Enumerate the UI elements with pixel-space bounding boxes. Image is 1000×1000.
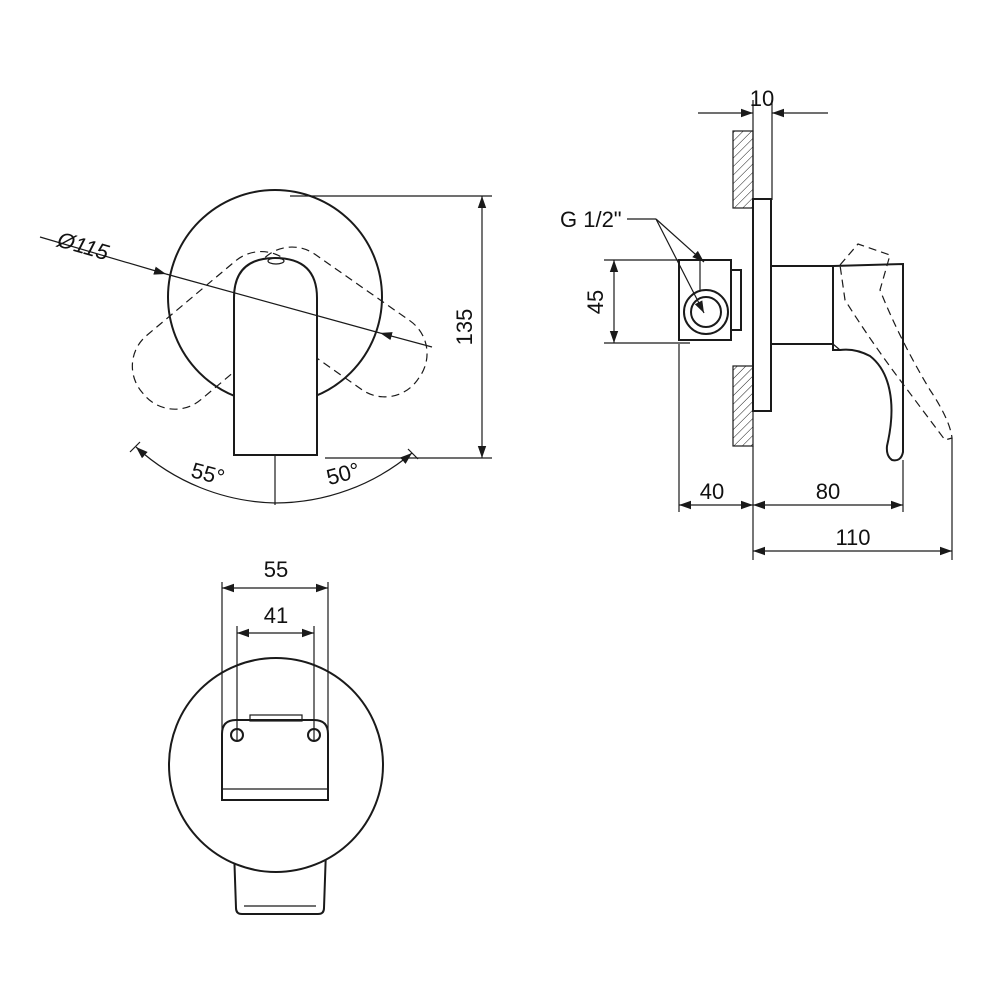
hole-spacing-label: 41 [264,603,288,628]
handle [233,256,318,456]
outer-width-label: 55 [264,557,288,582]
wall-section-upper [732,130,754,209]
wall-depth-label: 10 [750,86,774,111]
angle-right-label: 50° [324,457,363,490]
thread-label: G 1/2" [560,207,622,232]
diameter-label: Ø115 [54,226,113,265]
mounting-bracket [221,719,329,801]
inlet-inner [690,296,722,328]
angle-arc-left [135,446,276,504]
side-view: 10 G 1/2" 45 40 80 [560,86,953,560]
body-height-label: 45 [583,290,608,314]
escutcheon-plate [752,198,772,412]
depth-label-right: 80 [816,479,840,504]
lever-handle [832,262,904,462]
front-view: Ø115 135 55° 50° [39,189,492,505]
lever-handle-rotated [839,243,953,441]
depth-label-left: 40 [700,479,724,504]
wall-section-lower [732,365,754,447]
height-label: 135 [452,309,477,346]
angle-arc-right [274,452,413,504]
bottom-view: 55 41 [168,557,384,915]
total-depth-label: 110 [835,525,870,550]
handle-hub [770,265,834,345]
diameter-leader [39,236,167,275]
